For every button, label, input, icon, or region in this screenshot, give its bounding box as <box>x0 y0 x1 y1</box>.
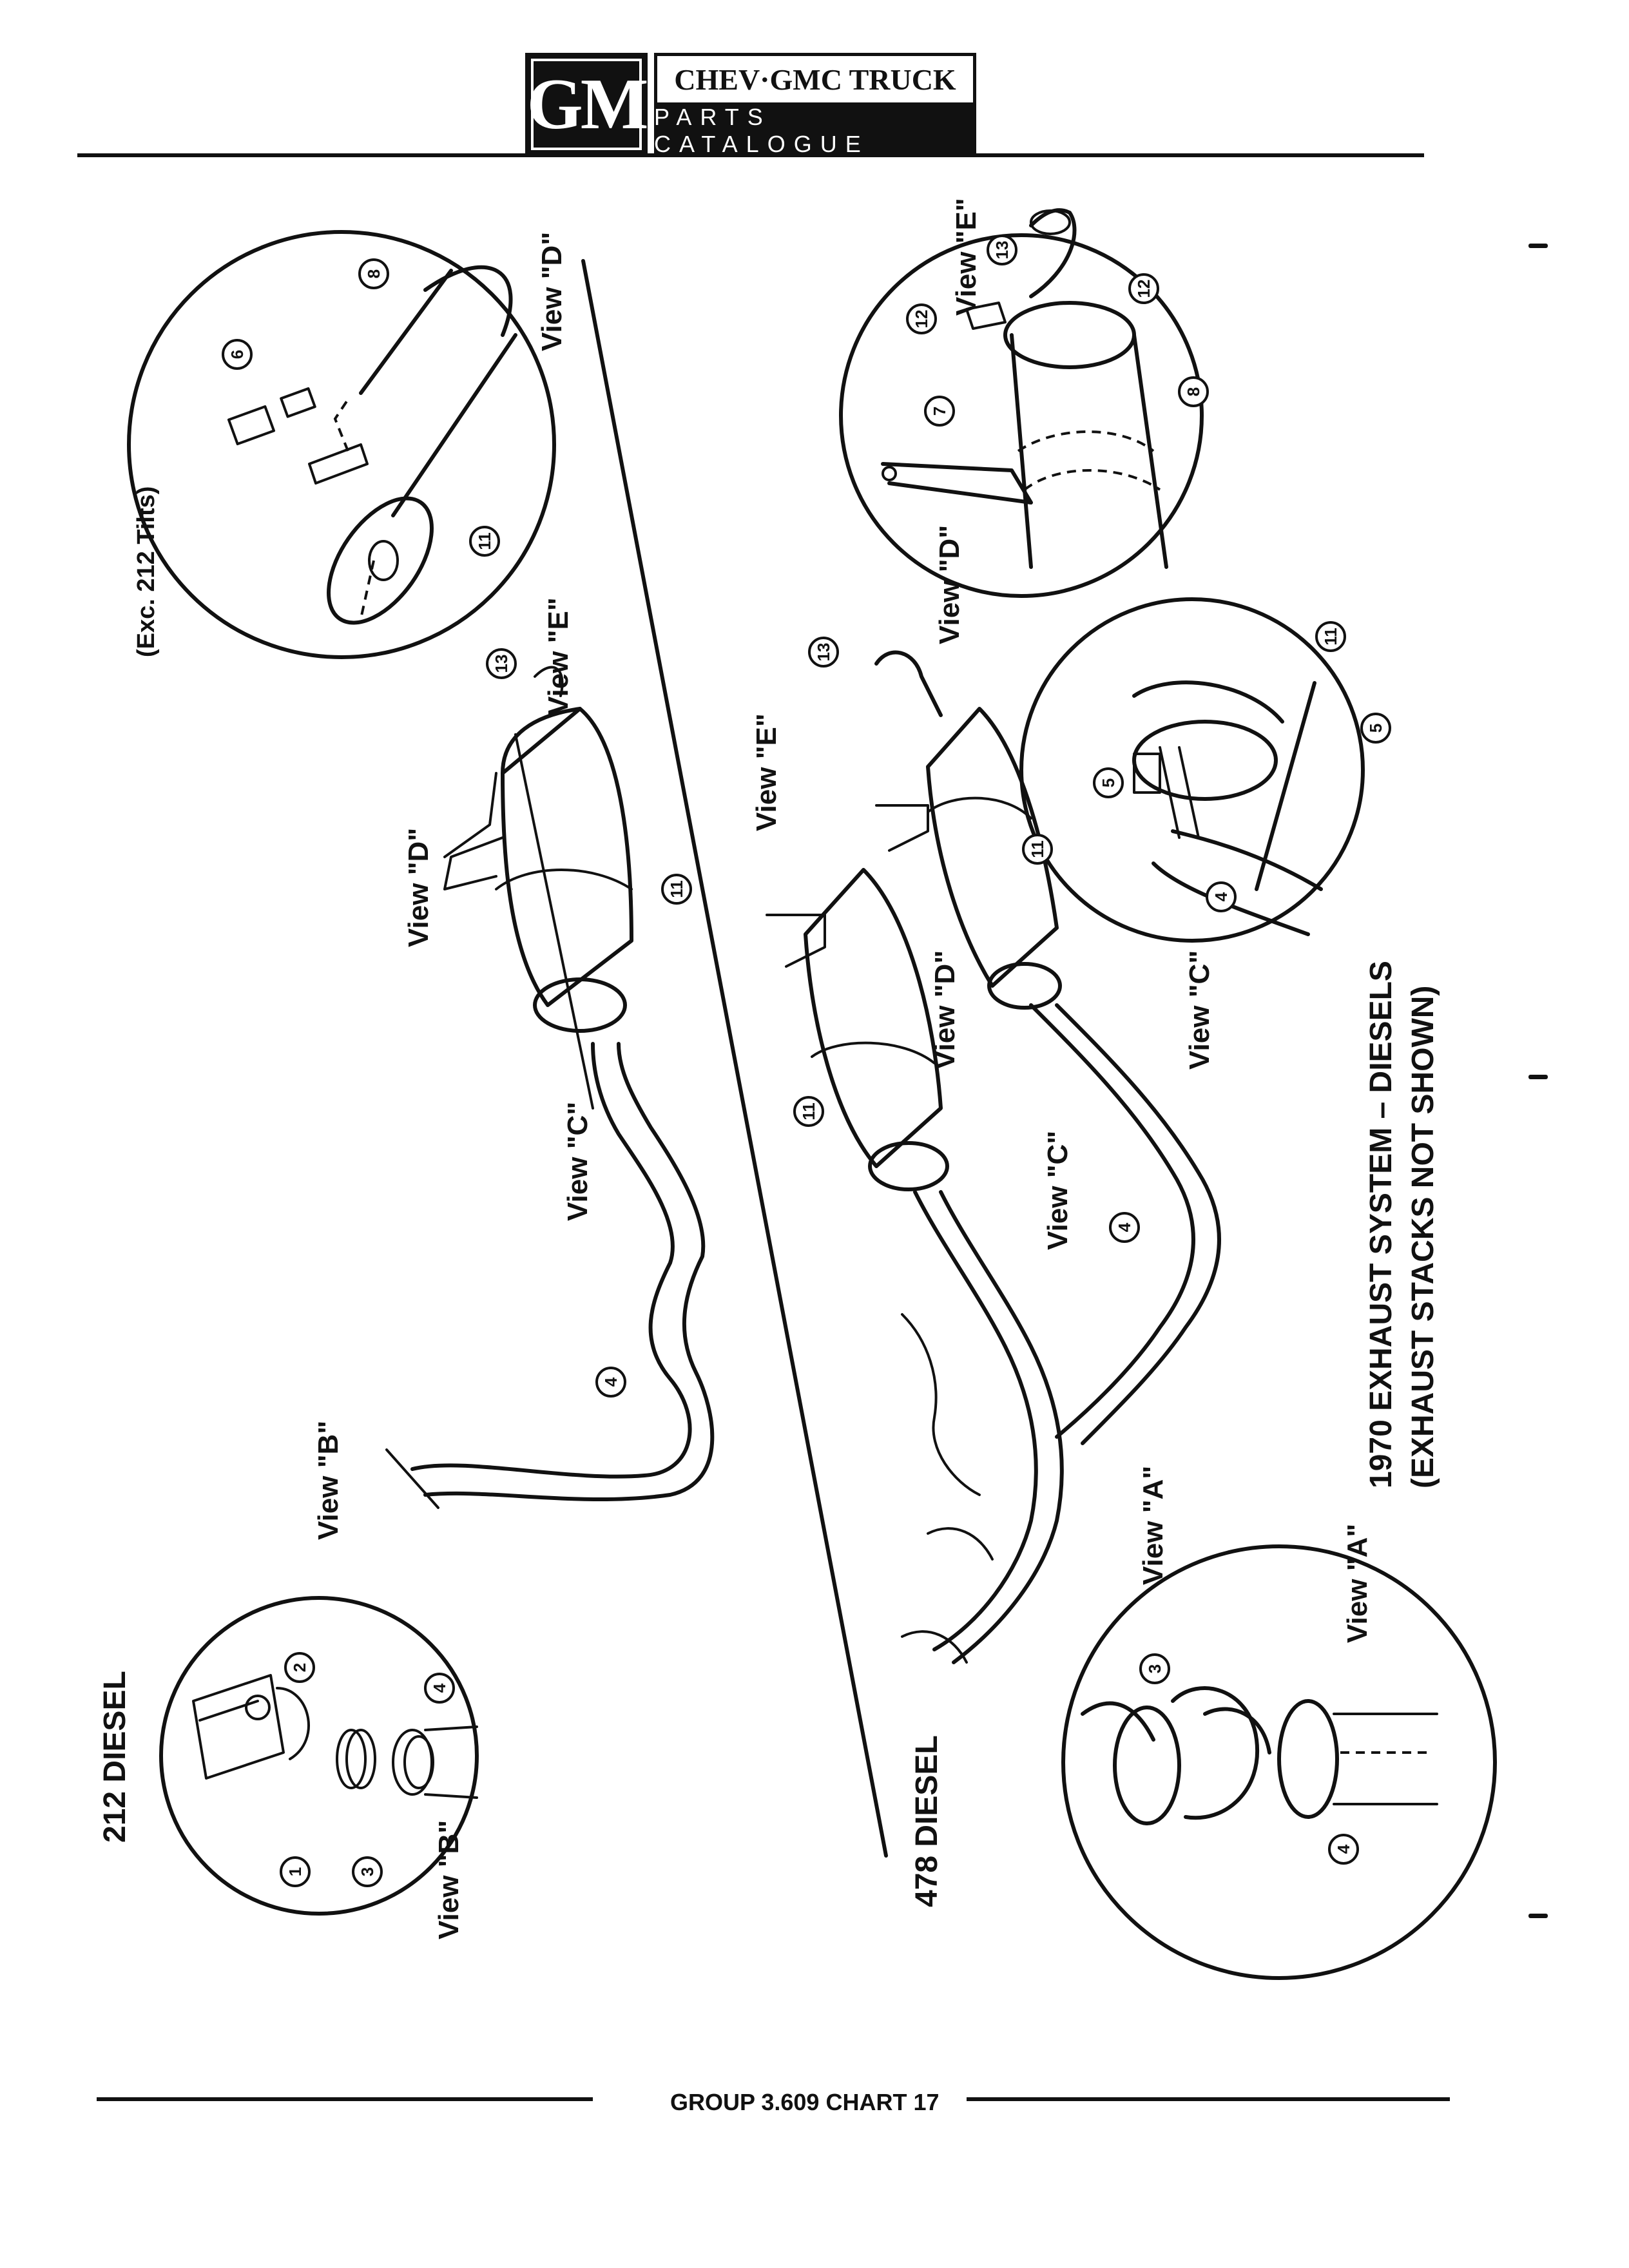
svg-text:4: 4 <box>1211 892 1231 901</box>
label-212-diesel: 212 DIESEL <box>98 1671 132 1843</box>
svg-text:4: 4 <box>430 1683 449 1693</box>
callout-5-viewc-right: 5 <box>1360 713 1391 744</box>
callout-3-viewb: 3 <box>352 1856 383 1887</box>
gm-parts-catalogue-logo: GM CHEV·GMC TRUCK PARTS CATALOGUE <box>525 53 976 157</box>
callout-7-viewe: 7 <box>924 396 955 427</box>
svg-text:3: 3 <box>358 1867 377 1876</box>
svg-text:11: 11 <box>475 532 494 550</box>
callout-11-viewc: 11 <box>1315 621 1346 652</box>
svg-text:13: 13 <box>492 655 511 673</box>
exhaust-478-assembly <box>766 650 1221 1664</box>
margin-tick <box>1528 244 1548 248</box>
callout-4-viewc: 4 <box>1206 881 1237 912</box>
callout-4-viewb: 4 <box>424 1673 455 1704</box>
view-b-label-circle: View "B" <box>433 1820 465 1939</box>
callout-8-tilts: 8 <box>358 258 389 289</box>
svg-text:6: 6 <box>227 350 247 359</box>
margin-tick <box>1528 1075 1548 1079</box>
view-e-label-212: View "E" <box>543 597 574 715</box>
svg-text:11: 11 <box>1028 840 1047 858</box>
view-c-label-478: View "C" <box>1042 1130 1074 1250</box>
callout-12-viewe-right: 12 <box>1128 273 1159 304</box>
svg-text:8: 8 <box>1184 387 1203 396</box>
callout-13-212: 13 <box>486 648 517 679</box>
view-c-label-circle: View "C" <box>1184 950 1215 1070</box>
svg-text:2: 2 <box>290 1663 309 1672</box>
header-rule <box>77 153 1424 157</box>
svg-text:12: 12 <box>912 310 931 329</box>
detail-circle-212-view-b <box>159 1596 479 1916</box>
chart-title-line1: 1970 EXHAUST SYSTEM – DIESELS <box>1364 961 1398 1488</box>
callout-4-478: 4 <box>1109 1212 1140 1243</box>
divider-line <box>581 259 888 1858</box>
callout-11-212: 11 <box>661 874 692 905</box>
svg-text:13: 13 <box>992 241 1012 260</box>
view-e-label-circle: View "E" <box>950 198 982 316</box>
callout-6-tilts: 6 <box>222 339 253 370</box>
svg-text:11: 11 <box>667 880 686 898</box>
svg-text:12: 12 <box>1134 280 1153 298</box>
detail-circle-view-e <box>839 208 1204 598</box>
svg-text:7: 7 <box>930 407 949 416</box>
detail-circle-view-c <box>1019 597 1365 943</box>
footer-chart-reference: GROUP 3.609 CHART 17 <box>670 2089 940 2115</box>
exhaust-212-assembly <box>385 666 715 1509</box>
margin-tick <box>1528 1914 1548 1918</box>
view-d-label-212: View "D" <box>403 827 434 947</box>
svg-text:5: 5 <box>1366 724 1385 733</box>
callout-8-viewe: 8 <box>1178 376 1209 407</box>
view-e-label-478: View "E" <box>751 713 782 831</box>
label-478-diesel: 478 DIESEL <box>910 1735 944 1907</box>
callout-13-viewe: 13 <box>987 235 1017 265</box>
svg-text:1: 1 <box>285 1867 305 1876</box>
svg-text:5: 5 <box>1099 778 1118 787</box>
callout-11-478-rear: 11 <box>1022 834 1053 865</box>
view-d-label-478: View "D" <box>929 950 961 1070</box>
detail-circle-exc-212-tilts <box>127 230 556 659</box>
svg-text:3: 3 <box>1145 1664 1164 1673</box>
callout-11-478-front: 11 <box>793 1096 824 1127</box>
callout-11-tilts: 11 <box>469 526 500 557</box>
svg-text:4: 4 <box>1115 1222 1134 1232</box>
chart-title-line2: (EXHAUST STACKS NOT SHOWN) <box>1406 985 1440 1488</box>
svg-text:11: 11 <box>1321 628 1340 646</box>
view-b-label-212: View "B" <box>313 1420 344 1540</box>
callout-2-viewb: 2 <box>284 1652 315 1683</box>
callout-4-viewa: 4 <box>1328 1834 1359 1865</box>
callout-12-viewe-left: 12 <box>906 303 937 334</box>
callout-4-212: 4 <box>595 1367 626 1398</box>
label-exc-212-tilts: (Exc. 212 Tilts) <box>133 486 160 657</box>
footer-rule-left <box>97 2097 593 2101</box>
view-a-label-circle: View "A" <box>1342 1523 1373 1643</box>
view-d-label-circle: View "D" <box>934 524 965 644</box>
detail-circle-view-a <box>1061 1544 1497 1980</box>
callout-1-viewb: 1 <box>280 1856 311 1887</box>
svg-text:4: 4 <box>1334 1844 1353 1854</box>
svg-text:4: 4 <box>601 1377 621 1387</box>
callout-13-478: 13 <box>808 637 839 668</box>
callout-3-viewa: 3 <box>1139 1653 1170 1684</box>
logo-title-top: CHEV·GMC TRUCK <box>654 53 976 106</box>
svg-text:11: 11 <box>799 1102 818 1120</box>
svg-text:8: 8 <box>364 269 383 278</box>
view-a-label-478: View "A" <box>1137 1465 1169 1585</box>
view-d-label-top: View "D" <box>536 231 568 351</box>
logo-title-bottom: PARTS CATALOGUE <box>654 104 976 157</box>
callout-5-viewc-left: 5 <box>1093 767 1124 798</box>
svg-text:13: 13 <box>814 643 833 662</box>
gm-logo-mark: GM <box>525 53 648 156</box>
view-c-label-212: View "C" <box>562 1101 593 1221</box>
footer-rule-right <box>967 2097 1450 2101</box>
callout-group: 8 6 11 13 11 4 2 4 1 3 13 12 12 7 8 13 1… <box>222 235 1391 1887</box>
